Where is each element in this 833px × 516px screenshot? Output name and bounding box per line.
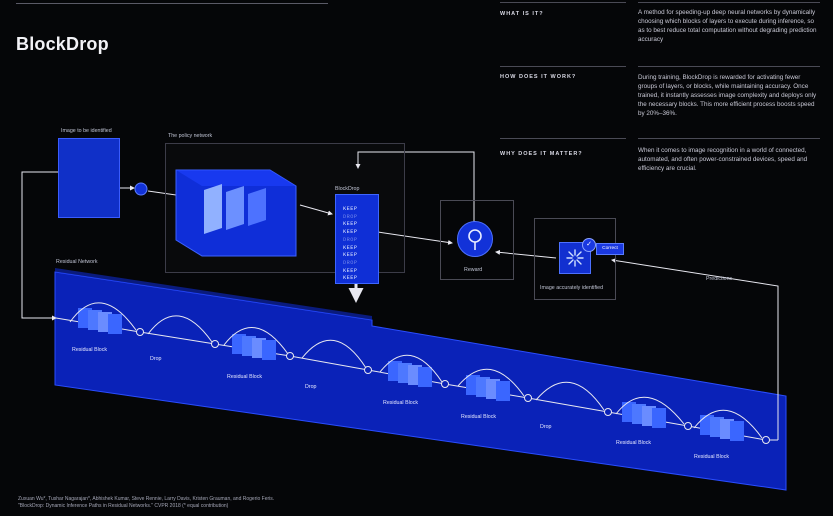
block-label: Residual Block bbox=[72, 347, 107, 353]
flow-node bbox=[135, 183, 147, 195]
decision-item: KEEP bbox=[343, 229, 357, 237]
decision-item: DROP bbox=[343, 214, 357, 222]
decision-item: KEEP bbox=[343, 275, 357, 283]
reward-label: Reward bbox=[464, 267, 482, 273]
block-label: Residual Block bbox=[461, 414, 496, 420]
decision-item: KEEP bbox=[343, 268, 357, 276]
input-image bbox=[58, 138, 120, 218]
decision-item: DROP bbox=[343, 260, 357, 268]
decision-item: KEEP bbox=[343, 206, 357, 214]
checkmark-icon: ✓ bbox=[582, 238, 596, 252]
block-label: Residual Block bbox=[694, 454, 729, 460]
input-image-label: Image to be identified bbox=[61, 128, 112, 134]
flow-arrow-input bbox=[22, 172, 58, 318]
decision-item: KEEP bbox=[343, 252, 357, 260]
credits-authors: Zuxuan Wu*, Tushar Nagarajan*, Abhishek … bbox=[18, 496, 274, 503]
credits: Zuxuan Wu*, Tushar Nagarajan*, Abhishek … bbox=[18, 496, 274, 510]
block-label: Drop bbox=[540, 424, 551, 430]
block-label: Drop bbox=[305, 384, 316, 390]
correct-tag: Correct bbox=[596, 243, 624, 255]
decision-item: DROP bbox=[343, 237, 357, 245]
reward-icon bbox=[457, 221, 493, 257]
residual-network-label: Residual Network bbox=[56, 259, 98, 265]
block-label: Residual Block bbox=[616, 440, 651, 446]
decision-item: KEEP bbox=[343, 221, 357, 229]
policy-network-label: The policy network bbox=[168, 133, 212, 139]
result-label: Image accurately identified bbox=[540, 285, 603, 291]
decision-item: KEEP bbox=[343, 245, 357, 253]
blockdrop-label: BlockDrop bbox=[335, 186, 359, 192]
decision-list: KEEP DROP KEEP KEEP DROP KEEP KEEP DROP … bbox=[343, 206, 357, 283]
block-label: Residual Block bbox=[227, 374, 262, 380]
credits-citation: "BlockDrop: Dynamic Inference Paths in R… bbox=[18, 503, 274, 510]
keyhole-icon bbox=[458, 222, 492, 256]
predictions-label: Predictions bbox=[706, 276, 732, 282]
block-label: Drop bbox=[150, 356, 161, 362]
block-label: Residual Block bbox=[383, 400, 418, 406]
